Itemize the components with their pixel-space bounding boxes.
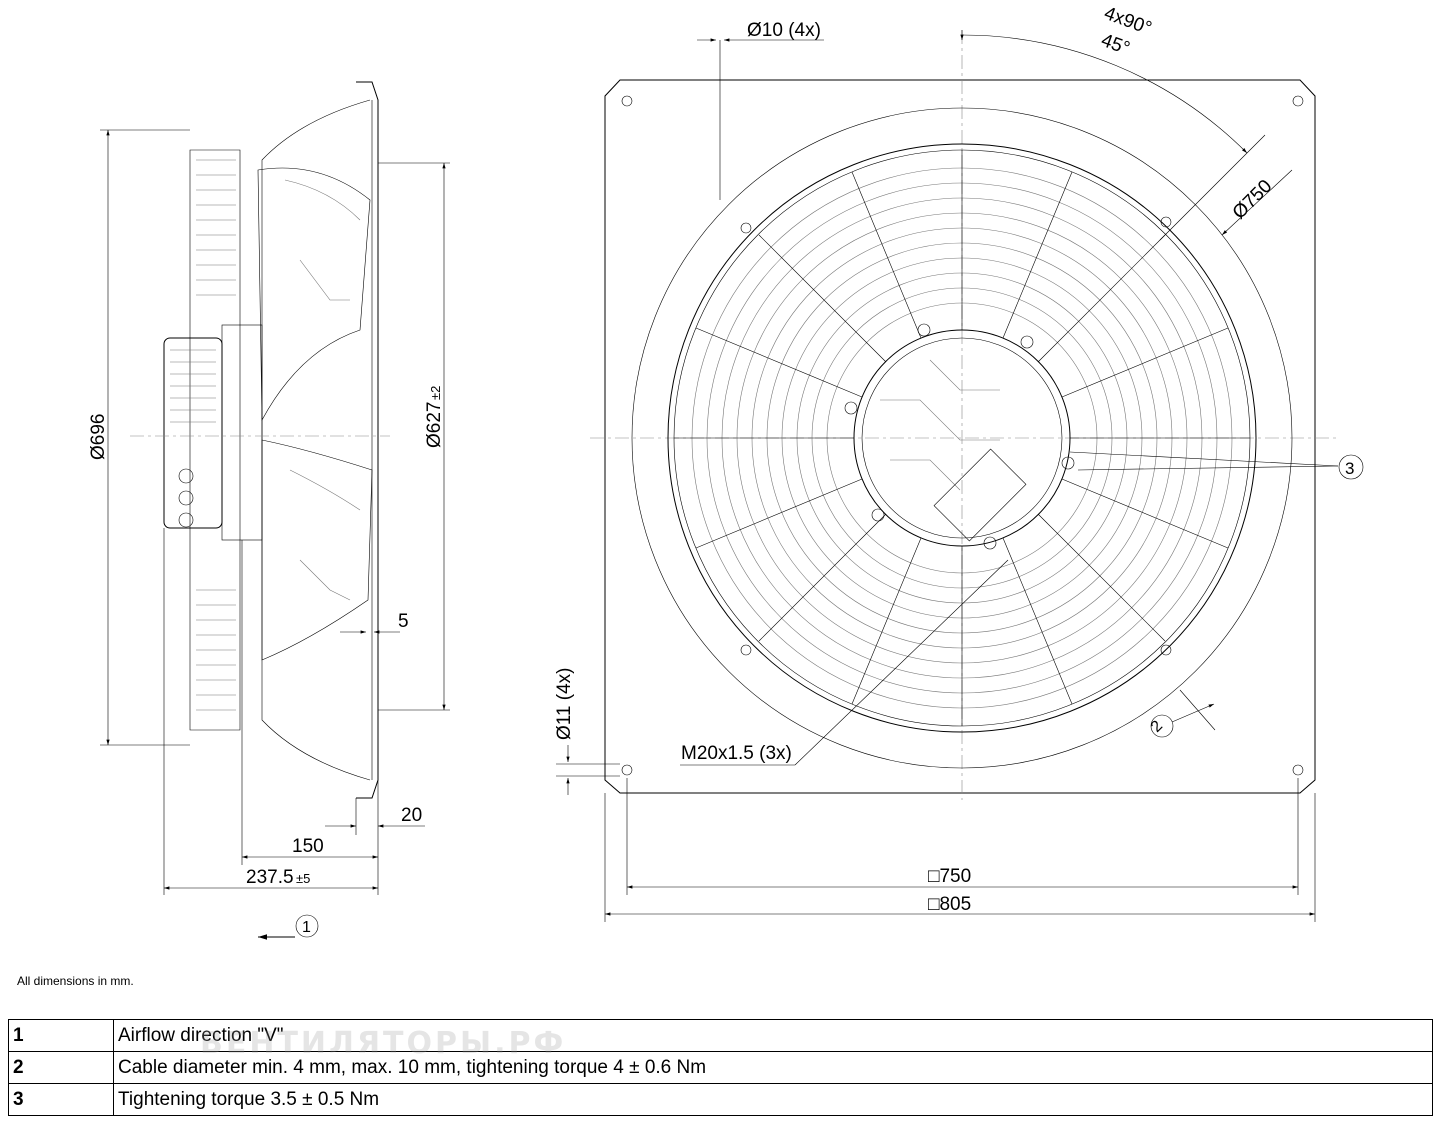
- guard-grille-side: [189, 149, 241, 731]
- marker-3: 3: [1345, 459, 1354, 478]
- side-view: Ø696 Ø627 ±2 5 20 150 237.5 ±5 1: [88, 81, 450, 940]
- technical-drawing: Ø696 Ø627 ±2 5 20 150 237.5 ±5 1: [88, 3, 1364, 940]
- angle-45: 45°: [1098, 30, 1132, 60]
- legend-key: 3: [8, 1083, 114, 1116]
- dim-dia-750: Ø750: [1229, 176, 1277, 224]
- dim-dia-627: Ø627: [424, 402, 445, 448]
- watermark: ВЕНТИЛЯТОРЫ.РФ: [200, 1026, 567, 1061]
- dim-5: 5: [398, 611, 409, 632]
- legend-row: 3 Tightening torque 3.5 ± 0.5 Nm: [8, 1083, 1433, 1116]
- front-view: Ø10 (4x) 4x90° 45° Ø750 3 2 Ø11 (4x) M20…: [554, 3, 1364, 922]
- legend-table: 1 Airflow direction "V" 2 Cable diameter…: [8, 1019, 1433, 1116]
- legend-text: Airflow direction "V": [113, 1019, 1433, 1052]
- motor-side: [163, 324, 263, 541]
- dim-dia-627-tolerance: ±2: [428, 386, 443, 400]
- marker-2: 2: [1148, 717, 1166, 735]
- thread-m20: M20x1.5 (3x): [681, 743, 792, 764]
- hole-dia-11: Ø11 (4x): [554, 667, 575, 740]
- airflow-marker-1: 1: [302, 919, 311, 936]
- motor-hub-front: [844, 323, 1075, 550]
- impeller-blades-side: [257, 167, 373, 661]
- dim-150: 150: [292, 836, 324, 857]
- dim-square-805: □805: [928, 894, 971, 915]
- hole-dia-10: Ø10 (4x): [747, 20, 821, 41]
- legend-row: 2 Cable diameter min. 4 mm, max. 10 mm, …: [8, 1051, 1433, 1084]
- dimensions-note: All dimensions in mm.: [17, 974, 134, 988]
- guard-grille-front: [674, 150, 1250, 726]
- legend-text: Cable diameter min. 4 mm, max. 10 mm, ti…: [113, 1051, 1433, 1084]
- dim-237-5: 237.5: [246, 867, 294, 888]
- dim-237-5-tolerance: ±5: [296, 871, 310, 886]
- dim-20: 20: [401, 805, 422, 826]
- legend-key: 1: [8, 1019, 114, 1052]
- legend-text: Tightening torque 3.5 ± 0.5 Nm: [113, 1083, 1433, 1116]
- legend-row: 1 Airflow direction "V": [8, 1019, 1433, 1052]
- legend-key: 2: [8, 1051, 114, 1084]
- dim-square-750: □750: [928, 866, 971, 887]
- dim-dia-696: Ø696: [88, 414, 109, 460]
